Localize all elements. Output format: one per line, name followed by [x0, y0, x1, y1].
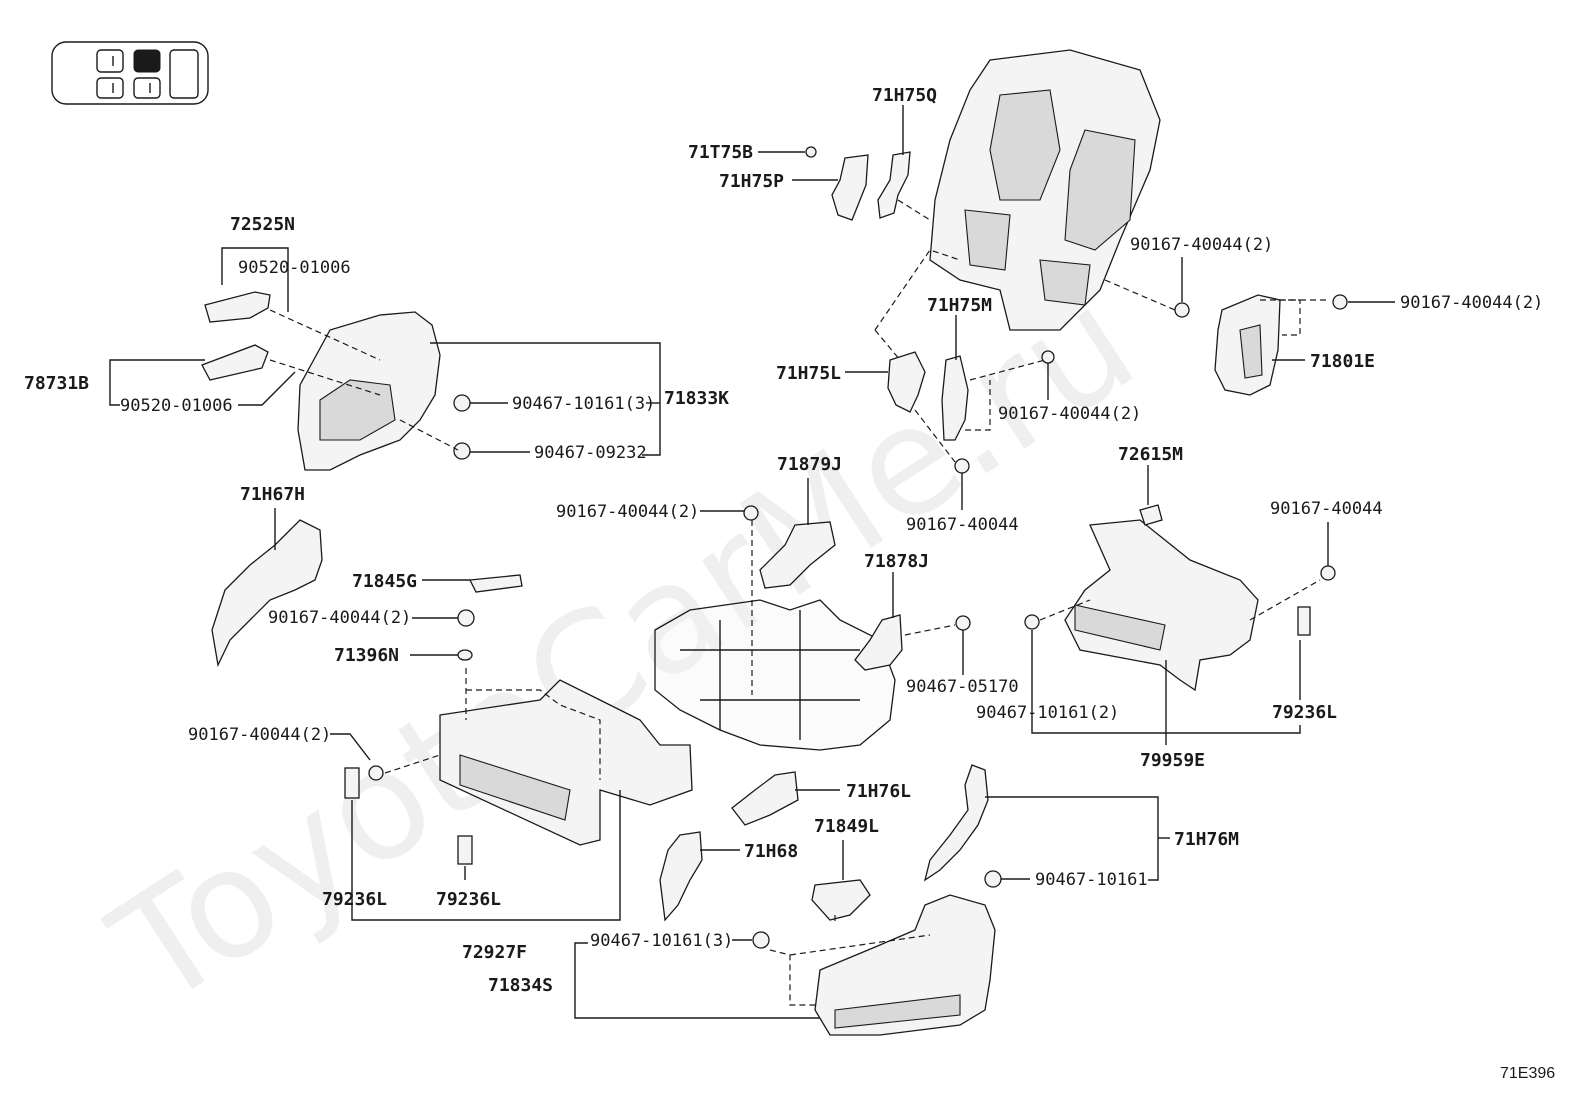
label-90167-40044-a: 90167-40044 [906, 515, 1019, 535]
knob-71T75B [805, 146, 817, 158]
seat-layout-icon [51, 41, 209, 105]
label-71H75Q: 71H75Q [872, 85, 937, 106]
label-79959E: 79959E [1140, 750, 1205, 771]
label-71T75B: 71T75B [688, 142, 753, 163]
label-90167-40044-2a: 90167-40044(2) [1130, 235, 1273, 255]
cover-71H75M [941, 355, 969, 441]
bracket-71878J [854, 614, 903, 671]
bracket-72615M [1139, 504, 1163, 526]
label-71396N: 71396N [334, 645, 399, 666]
label-71H76L: 71H76L [846, 781, 911, 802]
label-71845G: 71845G [352, 571, 417, 592]
label-72525N: 72525N [230, 214, 295, 235]
label-71H75M: 71H75M [927, 295, 992, 316]
label-90167-40044-2d: 90167-40044(2) [556, 502, 699, 522]
cover-71849L [811, 879, 871, 921]
label-71H75P: 71H75P [719, 171, 784, 192]
label-71849L: 71849L [814, 816, 879, 837]
label-72927F: 72927F [462, 942, 527, 963]
label-71834S: 71834S [488, 975, 553, 996]
watermark: ToyotaCarMe.ru [84, 255, 1164, 1041]
cover-71H75P [831, 154, 869, 221]
label-71H67H: 71H67H [240, 484, 305, 505]
handle-78731B [201, 344, 269, 381]
label-79236L-c: 79236L [436, 889, 501, 910]
label-90167-40044-b: 90167-40044 [1270, 499, 1383, 519]
label-71H68: 71H68 [744, 841, 798, 862]
label-90467-10161-3a: 90467-10161(3) [512, 394, 655, 414]
label-90167-40044-2b: 90167-40044(2) [1400, 293, 1543, 313]
bracket-71845G [468, 574, 523, 593]
label-71801E: 71801E [1310, 351, 1375, 372]
cover-71H67H [211, 519, 323, 668]
figure-code: 71E396 [1500, 1065, 1555, 1082]
label-71833K: 71833K [664, 388, 729, 409]
label-79236L-a: 79236L [1272, 702, 1337, 723]
label-79236L-b: 79236L [322, 889, 387, 910]
label-90520-01006-a: 90520-01006 [238, 258, 351, 278]
handle-72525N [204, 291, 271, 323]
label-90467-05170: 90467-05170 [906, 677, 1019, 697]
label-71878J: 71878J [864, 551, 929, 572]
label-72615M: 72615M [1118, 444, 1183, 465]
cushion-79959E [1064, 519, 1259, 692]
label-90167-40044-2f: 90167-40044(2) [188, 725, 331, 745]
label-90467-10161-2: 90467-10161(2) [976, 703, 1119, 723]
cushion-trim-assembly [439, 679, 693, 846]
cover-71H68 [659, 831, 703, 922]
label-71879J: 71879J [777, 454, 842, 475]
cover-71879J [759, 521, 836, 589]
label-78731B: 78731B [24, 373, 89, 394]
label-90467-10161-3b: 90467-10161(3) [590, 931, 733, 951]
seat-cushion-frame [654, 599, 896, 751]
label-90167-40044-2e: 90167-40044(2) [268, 608, 411, 628]
label-90167-40044-2c: 90167-40044(2) [998, 404, 1141, 424]
seat-back-frame [929, 49, 1161, 331]
cover-71H75Q [877, 151, 911, 219]
cover-71H76M [923, 764, 989, 882]
label-90467-09232: 90467-09232 [534, 443, 647, 463]
cover-71H75L [887, 351, 926, 413]
label-71H76M: 71H76M [1174, 829, 1239, 850]
bracket-71H76L [731, 771, 799, 826]
label-90467-10161-b: 90467-10161 [1035, 870, 1148, 890]
label-71H75L: 71H75L [776, 363, 841, 384]
label-90520-01006-b: 90520-01006 [120, 396, 233, 416]
